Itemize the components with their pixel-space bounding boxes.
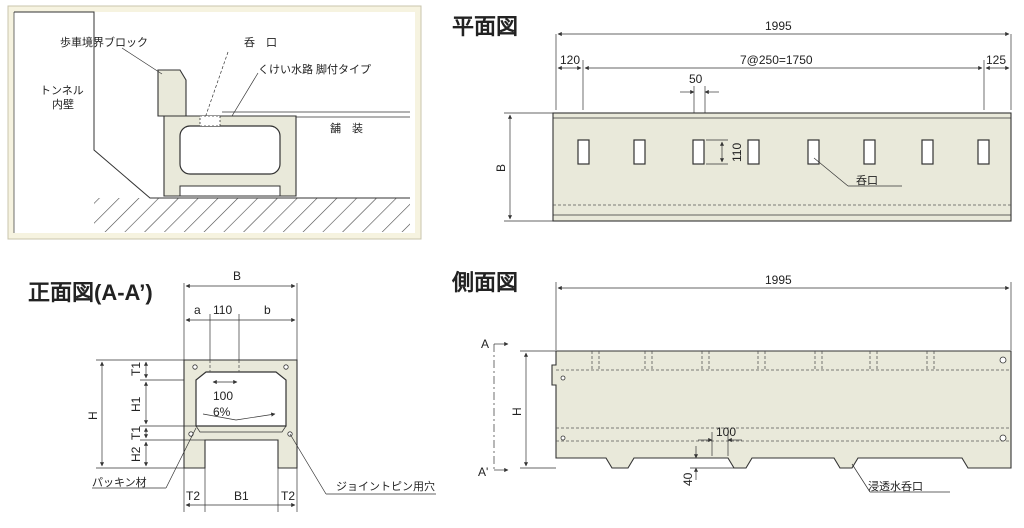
- label-tunnel-line1: トンネル: [40, 84, 84, 97]
- front-view-title: 正面図(A-A’): [28, 280, 153, 305]
- plan-inlet-3: [692, 139, 705, 165]
- plan-dim-B: B: [494, 164, 508, 172]
- plan-dim-110: 110: [730, 143, 744, 162]
- plan-dim-right: 125: [986, 53, 1006, 67]
- channel-inner-void: [179, 125, 281, 175]
- front-channel-void: [195, 371, 287, 427]
- plan-inlet-1: [577, 139, 590, 165]
- plan-inlet-4: [747, 139, 760, 165]
- label-tunnel-wall: トンネル 内壁: [40, 84, 87, 111]
- front-dim-110: 110: [213, 303, 232, 317]
- curb-block: [157, 69, 187, 117]
- plan-dim-left: 120: [560, 53, 580, 67]
- front-dim-a: a: [194, 303, 201, 317]
- plan-inlets: [577, 139, 990, 165]
- side-view: 側面図 1995 A A' H: [451, 270, 1012, 493]
- front-dim-T1-bottom: T1: [129, 426, 143, 440]
- side-inlet-marks: [591, 351, 935, 370]
- front-dim-H1: H1: [129, 396, 143, 412]
- side-dim-H: H: [510, 407, 524, 416]
- front-dim-100: 100: [213, 389, 233, 403]
- front-dim-T1-top: T1: [129, 362, 143, 376]
- ground-hatch: [90, 198, 410, 232]
- front-label-joint: ジョイントピン用穴: [336, 479, 435, 493]
- side-body: [551, 350, 1012, 469]
- label-curb-block: 歩車境界ブロック: [60, 35, 148, 49]
- plan-dim-mid: 7@250=1750: [740, 53, 813, 67]
- plan-inlet-7: [921, 139, 934, 165]
- front-dim-T2-right: T2: [281, 489, 295, 503]
- side-dim-100: 100: [716, 425, 736, 439]
- side-view-title: 側面図: [451, 270, 518, 295]
- front-dim-H: H: [86, 411, 100, 420]
- label-inlet: 呑 口: [244, 36, 277, 49]
- label-pavement: 舗 装: [330, 121, 363, 135]
- plan-dim-50: 50: [689, 72, 703, 86]
- front-dim-T2-left: T2: [186, 489, 200, 503]
- side-dim-total: 1995: [765, 273, 792, 287]
- plan-dim-total: 1995: [765, 19, 792, 33]
- plan-view: 平面図 1995 120 7@250=1750 125 50: [452, 14, 1012, 222]
- front-dim-b: b: [264, 303, 271, 317]
- front-dim-slope: 6%: [213, 405, 231, 419]
- section-view: 歩車境界ブロック 呑 口 くけい水路 脚付タイプ トンネル 内壁 舗 装: [7, 5, 422, 240]
- plan-inlet-8: [977, 139, 990, 165]
- plan-inlet-5: [807, 139, 820, 165]
- front-label-packing: パッキン材: [92, 475, 147, 489]
- front-view: 正面図(A-A’) B a 110 b 100 6% H: [28, 269, 436, 512]
- front-dim-B1: B1: [234, 489, 249, 503]
- plan-inlet-2: [633, 139, 646, 165]
- plan-label-inlet: 呑口: [856, 174, 878, 187]
- plan-body: [552, 112, 1012, 222]
- tunnel-wall-line: [14, 11, 410, 199]
- label-tunnel-line2: 内壁: [52, 97, 74, 111]
- label-channel-type: くけい水路 脚付タイプ: [258, 62, 371, 76]
- plan-inlet-6: [863, 139, 876, 165]
- side-label-A-bottom: A': [478, 465, 488, 479]
- plan-view-title: 平面図: [452, 14, 518, 39]
- side-dim-40: 40: [681, 472, 695, 486]
- front-dim-B: B: [233, 269, 241, 283]
- side-label-seepage: 浸透水呑口: [868, 480, 923, 493]
- side-label-A-top: A: [481, 337, 489, 351]
- front-dim-H2: H2: [129, 446, 143, 462]
